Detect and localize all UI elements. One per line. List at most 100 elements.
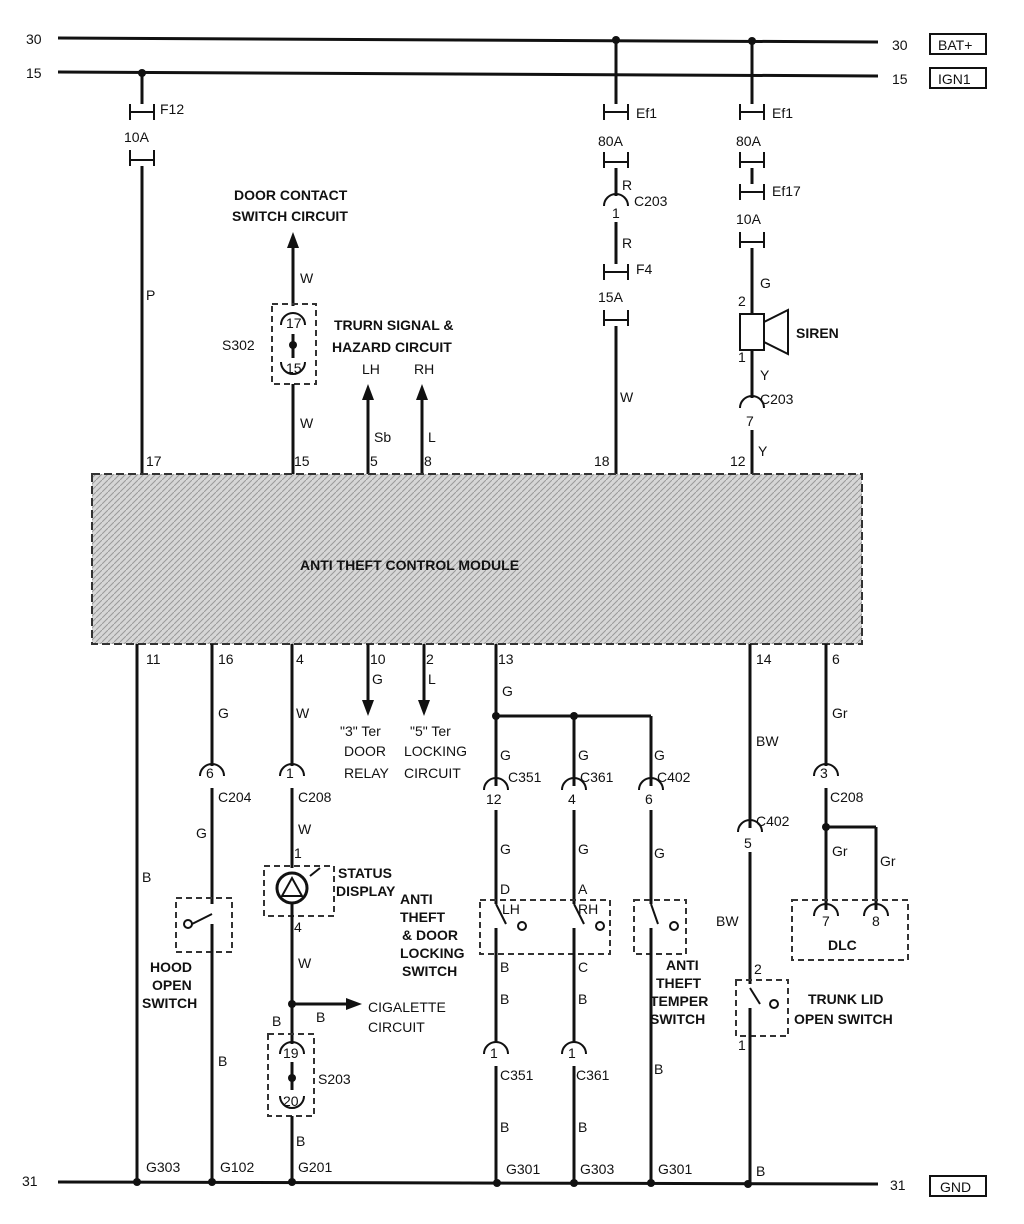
svg-text:80A: 80A xyxy=(598,133,624,149)
svg-text:ANTI: ANTI xyxy=(666,957,699,973)
svg-text:6: 6 xyxy=(206,765,214,781)
svg-text:1: 1 xyxy=(568,1045,576,1061)
svg-text:16: 16 xyxy=(218,651,234,667)
svg-text:ANTI: ANTI xyxy=(400,891,433,907)
svg-text:1: 1 xyxy=(490,1045,498,1061)
svg-text:B: B xyxy=(654,1061,663,1077)
svg-text:B: B xyxy=(578,991,587,1007)
siren-branch: Ef1 80A Ef17 10A G 2 SIREN 1 Y C203 7 Y xyxy=(736,41,839,474)
svg-text:W: W xyxy=(300,270,314,286)
svg-text:B: B xyxy=(578,1119,587,1135)
svg-text:7: 7 xyxy=(746,413,754,429)
svg-text:Y: Y xyxy=(758,443,768,459)
svg-text:SWITCH: SWITCH xyxy=(650,1011,705,1027)
svg-text:7: 7 xyxy=(822,913,830,929)
svg-text:11: 11 xyxy=(146,651,161,667)
svg-text:C351: C351 xyxy=(508,769,542,785)
status-display-branch: W 1 C208 W 1 STATUS DISPLAY 4 W B CIGALE… xyxy=(263,644,446,1182)
svg-text:Gr: Gr xyxy=(880,853,896,869)
svg-text:80A: 80A xyxy=(736,133,762,149)
svg-text:C: C xyxy=(578,959,588,975)
svg-text:2: 2 xyxy=(426,651,434,667)
svg-text:15: 15 xyxy=(26,65,42,81)
locking-switch-icon xyxy=(479,899,611,955)
svg-text:10A: 10A xyxy=(124,129,150,145)
svg-text:Gr: Gr xyxy=(832,705,848,721)
svg-text:RH: RH xyxy=(578,901,598,917)
svg-text:B: B xyxy=(756,1163,765,1179)
svg-text:CIRCUIT: CIRCUIT xyxy=(404,765,461,781)
svg-text:CIGALETTE: CIGALETTE xyxy=(368,999,446,1015)
svg-text:W: W xyxy=(296,705,310,721)
svg-text:SWITCH: SWITCH xyxy=(142,995,197,1011)
svg-text:C204: C204 xyxy=(218,789,252,805)
svg-text:30: 30 xyxy=(892,37,908,53)
svg-text:G: G xyxy=(654,747,665,763)
svg-text:1: 1 xyxy=(286,765,294,781)
svg-text:4: 4 xyxy=(568,791,576,807)
svg-text:"3" Ter: "3" Ter xyxy=(340,723,381,739)
svg-text:17: 17 xyxy=(146,453,162,469)
svg-text:G201: G201 xyxy=(298,1159,332,1175)
svg-text:15A: 15A xyxy=(598,289,624,305)
svg-text:SWITCH: SWITCH xyxy=(402,963,457,979)
dlc-connector-icon xyxy=(791,899,909,961)
svg-text:P: P xyxy=(146,287,155,303)
svg-text:TEMPER: TEMPER xyxy=(650,993,708,1009)
svg-text:G: G xyxy=(196,825,207,841)
svg-text:BW: BW xyxy=(756,733,779,749)
svg-text:LOCKING: LOCKING xyxy=(400,945,465,961)
pin13-branch: G G G G 12 C351 4 C361 6 C402 G G G D A … xyxy=(400,644,708,1183)
svg-text:20: 20 xyxy=(283,1093,299,1109)
svg-text:THEFT: THEFT xyxy=(400,909,446,925)
svg-text:TRURN SIGNAL &: TRURN SIGNAL & xyxy=(334,317,454,333)
svg-text:R: R xyxy=(622,177,632,193)
svg-text:RELAY: RELAY xyxy=(344,765,390,781)
svg-text:B: B xyxy=(142,869,151,885)
svg-text:8: 8 xyxy=(424,453,432,469)
svg-text:STATUS: STATUS xyxy=(338,865,392,881)
svg-text:C208: C208 xyxy=(830,789,864,805)
svg-text:HAZARD CIRCUIT: HAZARD CIRCUIT xyxy=(332,339,452,355)
svg-text:1: 1 xyxy=(612,205,620,221)
svg-text:18: 18 xyxy=(594,453,610,469)
svg-text:15: 15 xyxy=(294,453,310,469)
svg-text:5: 5 xyxy=(744,835,752,851)
svg-text:B: B xyxy=(500,959,509,975)
dlc-label: DLC xyxy=(828,937,857,953)
svg-text:CIRCUIT: CIRCUIT xyxy=(368,1019,425,1035)
svg-text:G102: G102 xyxy=(220,1159,254,1175)
svg-text:BW: BW xyxy=(716,913,739,929)
svg-text:DISPLAY: DISPLAY xyxy=(336,883,396,899)
svg-text:B: B xyxy=(218,1053,227,1069)
svg-text:C361: C361 xyxy=(576,1067,610,1083)
svg-text:G: G xyxy=(218,705,229,721)
svg-text:W: W xyxy=(298,955,312,971)
svg-text:8: 8 xyxy=(872,913,880,929)
svg-text:DOOR CONTACT: DOOR CONTACT xyxy=(234,187,348,203)
bat-label: BAT+ xyxy=(938,37,972,53)
svg-text:RH: RH xyxy=(414,361,434,377)
svg-text:R: R xyxy=(622,235,632,251)
hood-switch-branch: G 6 C204 G HOOD OPEN SWITCH B G102 xyxy=(142,644,254,1182)
svg-text:Gr: Gr xyxy=(832,843,848,859)
ign-label: IGN1 xyxy=(938,71,971,87)
anti-theft-control-module: ANTI THEFT CONTROL MODULE 17 15 5 8 18 1… xyxy=(91,453,863,667)
svg-text:6: 6 xyxy=(645,791,653,807)
svg-text:& DOOR: & DOOR xyxy=(402,927,458,943)
svg-text:10A: 10A xyxy=(736,211,762,227)
svg-text:G303: G303 xyxy=(580,1161,614,1177)
svg-text:6: 6 xyxy=(832,651,840,667)
fuse-f12: F12 10A P xyxy=(124,73,184,474)
svg-text:G301: G301 xyxy=(658,1161,692,1177)
svg-text:G: G xyxy=(578,841,589,857)
svg-text:C203: C203 xyxy=(634,193,668,209)
svg-text:G301: G301 xyxy=(506,1161,540,1177)
svg-text:G: G xyxy=(372,671,383,687)
svg-text:G: G xyxy=(760,275,771,291)
svg-text:L: L xyxy=(428,429,436,445)
svg-text:Ef1: Ef1 xyxy=(772,105,793,121)
siren-icon xyxy=(739,313,765,351)
svg-text:2: 2 xyxy=(754,961,762,977)
